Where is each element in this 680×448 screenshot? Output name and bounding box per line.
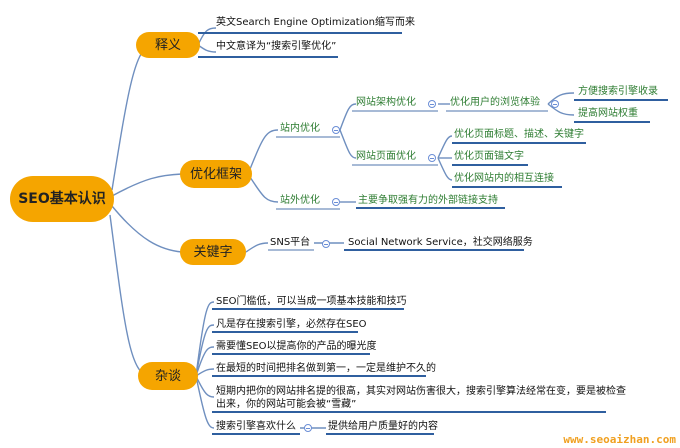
offsite-item[interactable]: 主要争取强有力的外部链接支持 bbox=[358, 195, 498, 206]
misc-item-2[interactable]: 凡是存在搜索引擎，必然存在SEO bbox=[216, 319, 367, 330]
connector-root-keyword bbox=[111, 205, 183, 253]
branch-keyword[interactable]: 关键字 bbox=[180, 239, 246, 265]
structure-node[interactable]: 网站架构优化 bbox=[356, 97, 416, 108]
connector-root-meaning bbox=[111, 44, 153, 191]
misc-item-4[interactable]: 在最短的时间把排名做到第一，一定是维护不久的 bbox=[216, 363, 436, 374]
page-item-1[interactable]: 优化页面标题、描述、关键字 bbox=[454, 129, 584, 140]
onsite-collapse-icon[interactable] bbox=[332, 126, 340, 134]
root-node[interactable]: SEO基本认识 bbox=[10, 176, 114, 222]
meaning-item-2[interactable]: 中文意译为“搜索引擎优化” bbox=[216, 41, 337, 52]
page-item-3[interactable]: 优化网站内的相互连接 bbox=[454, 173, 554, 184]
sns-desc[interactable]: Social Network Service，社交网络服务 bbox=[348, 237, 533, 248]
page-item-2[interactable]: 优化页面锚文字 bbox=[454, 151, 524, 162]
page-collapse-icon[interactable] bbox=[428, 154, 436, 162]
ux-item-2[interactable]: 提高网站权重 bbox=[578, 108, 638, 119]
connector-root-misc bbox=[109, 214, 151, 377]
offsite-collapse-icon[interactable] bbox=[332, 198, 340, 206]
misc-item-5-line-2[interactable]: 出来，你的网站可能会被“雪藏” bbox=[216, 399, 357, 410]
onsite-node[interactable]: 站内优化 bbox=[280, 123, 320, 134]
misc-last-node[interactable]: 搜索引擎喜欢什么 bbox=[216, 421, 296, 432]
branch-keyword-label: 关键字 bbox=[193, 244, 233, 260]
misc-last-collapse-icon[interactable] bbox=[304, 424, 312, 432]
branch-meaning-label: 释义 bbox=[154, 37, 181, 53]
branch-misc[interactable]: 杂谈 bbox=[138, 362, 198, 390]
misc-item-5-line-1[interactable]: 短期内把你的网站排名提的很高，其实对网站伤害很大，搜索引擎算法经常在变，要是被检… bbox=[216, 386, 626, 397]
page-node[interactable]: 网站页面优化 bbox=[356, 151, 416, 162]
misc-last-desc[interactable]: 提供给用户质量好的内容 bbox=[328, 421, 438, 432]
branch-meaning[interactable]: 释义 bbox=[136, 32, 200, 58]
sns-node[interactable]: SNS平台 bbox=[270, 237, 311, 248]
offsite-node[interactable]: 站外优化 bbox=[280, 195, 320, 206]
watermark: www.seoaizhan.com bbox=[563, 433, 676, 446]
misc-item-3[interactable]: 需要懂SEO以提高你的产品的曝光度 bbox=[216, 341, 377, 352]
ux-collapse-icon[interactable] bbox=[551, 100, 559, 108]
connector-root-optimize bbox=[111, 173, 183, 197]
root-label: SEO基本认识 bbox=[18, 191, 106, 207]
ux-item-1[interactable]: 方便搜索引擎收录 bbox=[578, 86, 658, 97]
ux-node[interactable]: 优化用户的浏览体验 bbox=[450, 97, 540, 108]
structure-collapse-icon[interactable] bbox=[428, 100, 436, 108]
sns-collapse-icon[interactable] bbox=[322, 240, 330, 248]
branch-optimize-label: 优化框架 bbox=[189, 166, 242, 182]
branch-optimize[interactable]: 优化框架 bbox=[180, 160, 252, 188]
branch-misc-label: 杂谈 bbox=[154, 368, 181, 384]
meaning-item-1[interactable]: 英文Search Engine Optimization缩写而来 bbox=[216, 17, 415, 28]
misc-item-1[interactable]: SEO门槛低，可以当成一项基本技能和技巧 bbox=[216, 296, 407, 307]
